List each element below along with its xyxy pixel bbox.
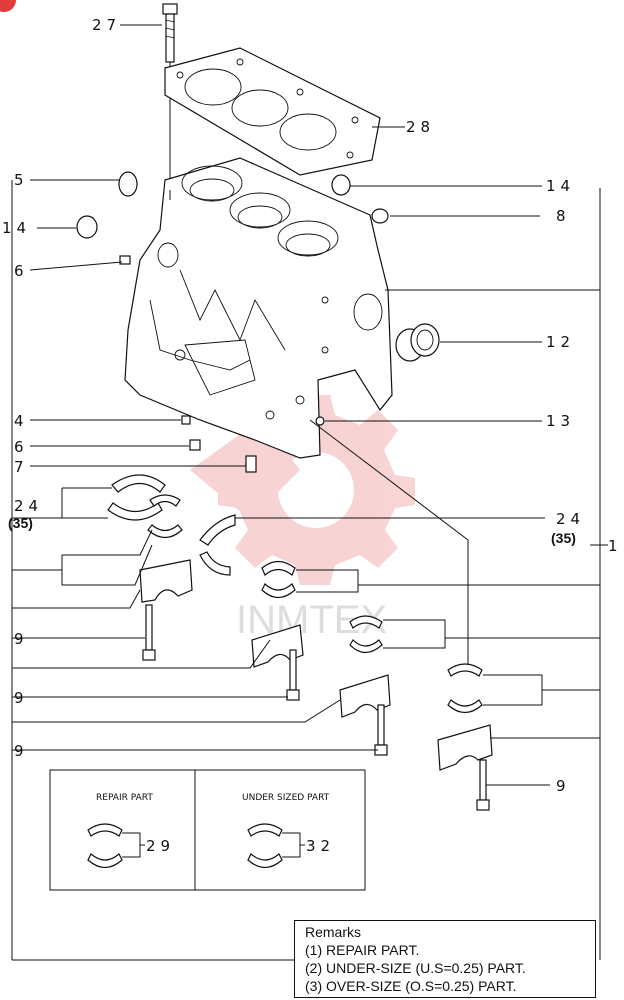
remarks-line-3: (3) OVER-SIZE (O.S=0.25) PART. — [305, 978, 517, 994]
main-bearings — [107, 474, 483, 714]
remarks-box: Remarks (1) REPAIR PART. (2) UNDER-SIZE … — [294, 920, 596, 998]
callout-9-a: 9 — [14, 630, 29, 648]
callout-6-bottom: 6 — [14, 438, 29, 456]
head-gasket — [164, 47, 405, 176]
bushing — [395, 323, 542, 362]
expansion-plugs — [30, 171, 542, 239]
bearing-caps — [139, 559, 493, 771]
callout-9-c: 9 — [14, 742, 29, 760]
inset-undersized-title: UNDER SIZED PART — [242, 793, 330, 803]
callout-14-right: 14 — [546, 177, 575, 195]
small-plugs — [29, 255, 542, 473]
callout-7: 7 — [14, 458, 29, 476]
callout-14-left: 14 — [2, 219, 31, 237]
callout-24-right: 24 — [556, 510, 585, 528]
remarks-title: Remarks — [305, 924, 362, 940]
callout-6-top: 6 — [14, 262, 29, 280]
inset-repair-title: REPAIR PART — [96, 793, 153, 803]
inset-box: REPAIR PART UNDER SIZED PART — [49, 769, 366, 891]
callout-28: 28 — [406, 118, 435, 136]
callout-35-right: (35) — [551, 530, 576, 546]
callout-9-b: 9 — [14, 689, 29, 707]
callout-9-d: 9 — [556, 777, 571, 795]
callout-32: 32 — [306, 837, 335, 855]
cap-bolts — [142, 604, 490, 811]
callout-1: 1 — [608, 537, 623, 555]
callout-12: 12 — [546, 333, 575, 351]
callout-29: 29 — [146, 837, 175, 855]
callout-13: 13 — [546, 412, 575, 430]
callout-4: 4 — [14, 412, 29, 430]
remarks-line-1: (1) REPAIR PART. — [305, 942, 420, 958]
callout-5: 5 — [14, 171, 29, 189]
remarks-line-2: (2) UNDER-SIZE (U.S=0.25) PART. — [305, 960, 526, 976]
callout-35-left: (35) — [8, 515, 33, 531]
callout-labels: 27 28 5 14 14 8 6 12 4 13 6 7 24 (35) 24… — [2, 16, 623, 855]
cylinder-block — [124, 157, 393, 459]
callout-24-left: 24 — [14, 497, 43, 515]
callout-8: 8 — [556, 207, 571, 225]
callout-27: 27 — [92, 16, 121, 34]
leader-lines — [12, 190, 600, 786]
